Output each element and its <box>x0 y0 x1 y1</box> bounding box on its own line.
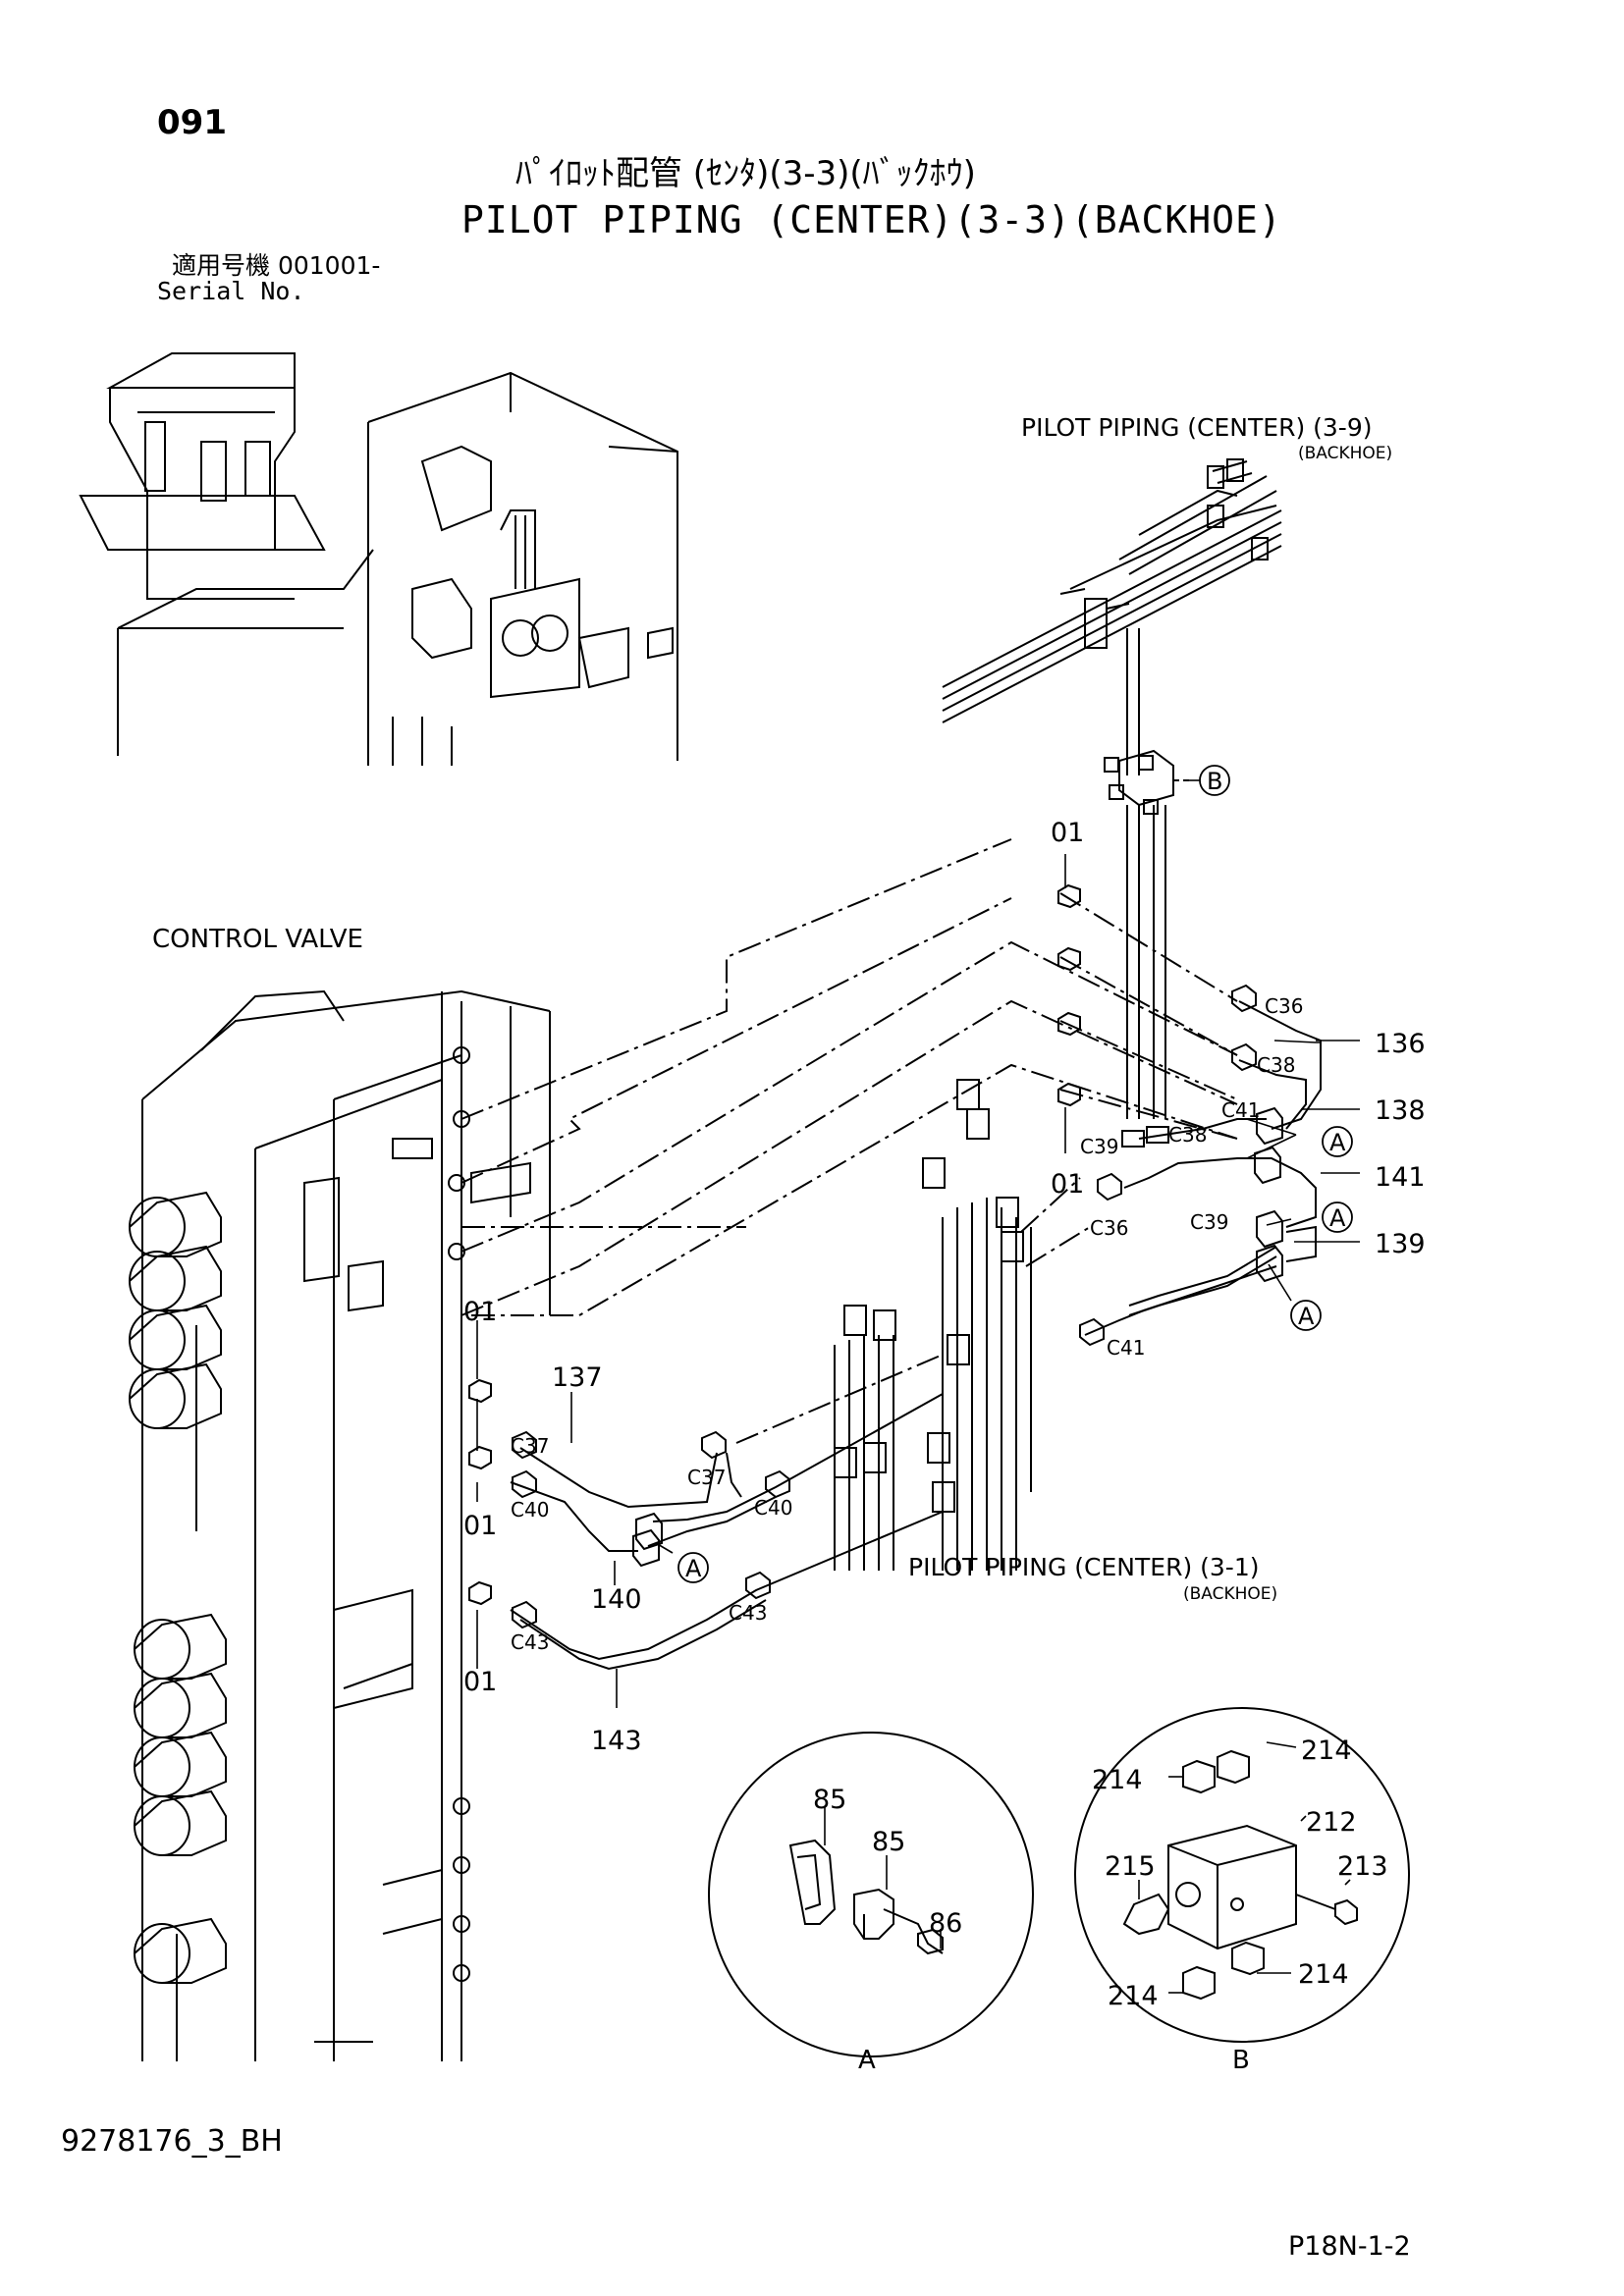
detail-marker-b-letter: B <box>1207 768 1222 795</box>
callout-138: 138 <box>1375 1095 1426 1126</box>
detail-marker-a-letter: A <box>1329 1129 1346 1156</box>
conn-c36: C36 <box>1090 1216 1128 1240</box>
callout-215: 215 <box>1105 1851 1156 1882</box>
adapters-01 <box>468 883 1081 1606</box>
callout-213: 213 <box>1337 1851 1388 1882</box>
title-english: PILOT PIPING (CENTER)(3-3)(BACKHOE) <box>461 198 1282 241</box>
conn-c40: C40 <box>754 1496 792 1520</box>
page-number: 091 <box>157 103 227 142</box>
conn-c36: C36 <box>1265 994 1303 1018</box>
conn-c37: C37 <box>511 1434 549 1458</box>
serial-label-japanese: 適用号機 001001- <box>172 251 381 280</box>
callout-214: 214 <box>1092 1765 1143 1795</box>
conn-c38: C38 <box>1168 1123 1207 1147</box>
sheet-code: P18N-1-2 <box>1288 2231 1411 2262</box>
detail-view-b <box>1074 1707 1410 2043</box>
conn-c40: C40 <box>511 1498 549 1522</box>
conn-c38: C38 <box>1257 1053 1295 1077</box>
detail-marker-a-letter: A <box>1298 1303 1315 1330</box>
callout-86: 86 <box>929 1908 962 1939</box>
conn-c39: C39 <box>1190 1210 1228 1234</box>
spool-caps-lower <box>134 1613 227 1984</box>
callout-01: 01 <box>463 1511 497 1541</box>
title-japanese: ﾊﾟｲﾛｯﾄ配管 (ｾﾝﾀ)(3-3)(ﾊﾞｯｸﾎｳ) <box>515 154 976 193</box>
drawing-code: 9278176_3_BH <box>61 2124 283 2159</box>
control-valve <box>129 989 551 2061</box>
callout-214: 214 <box>1298 1959 1349 1990</box>
detail-view-b-caption: B <box>1232 2046 1250 2075</box>
callout-01: 01 <box>463 1297 497 1327</box>
detail-view-a-caption: A <box>858 2046 876 2075</box>
callout-01: 01 <box>463 1667 497 1697</box>
ref-pilot-3-1-sublabel: (BACKHOE) <box>1183 1584 1277 1604</box>
serial-label-english: Serial No. <box>157 277 305 305</box>
callout-212: 212 <box>1306 1807 1357 1838</box>
detail-marker-a-letter: A <box>1329 1204 1346 1232</box>
callout-140: 140 <box>591 1584 642 1615</box>
machine-illustration <box>79 352 678 766</box>
conn-c43: C43 <box>511 1630 549 1654</box>
spool-caps-upper <box>129 1191 222 1429</box>
vertical-pipes <box>1126 628 1166 1119</box>
detail-markers <box>677 765 1353 1583</box>
valve-ports <box>448 1046 470 1982</box>
detail-marker-a-letter: A <box>685 1555 702 1582</box>
control-valve-label: CONTROL VALVE <box>152 925 363 954</box>
callout-141: 141 <box>1375 1162 1426 1193</box>
callout-214: 214 <box>1301 1735 1352 1766</box>
callout-214: 214 <box>1108 1981 1159 2011</box>
junction-block-b <box>1104 749 1193 815</box>
lower-pilot-pipes <box>510 1354 944 1671</box>
callout-85: 85 <box>813 1785 846 1815</box>
conn-c43: C43 <box>729 1601 767 1625</box>
ref-pilot-3-9-label: PILOT PIPING (CENTER) (3-9) <box>1021 413 1372 442</box>
ref-pilot-3-1-label: PILOT PIPING (CENTER) (3-1) <box>908 1553 1259 1581</box>
conn-c37: C37 <box>687 1466 726 1489</box>
callout-leaders <box>476 779 1360 1708</box>
conn-c41: C41 <box>1107 1336 1145 1360</box>
ref-pilot-3-9-sublabel: (BACKHOE) <box>1298 444 1392 463</box>
callout-143: 143 <box>591 1726 642 1756</box>
right-pilot-pipes <box>1079 984 1322 1347</box>
conn-c41: C41 <box>1221 1098 1260 1122</box>
detail-view-a <box>708 1732 1034 2057</box>
pilot-pipe-bundle-upper <box>942 458 1282 723</box>
callout-137: 137 <box>552 1362 603 1393</box>
callout-139: 139 <box>1375 1229 1426 1259</box>
leader-lines-dashdot <box>460 838 1238 1316</box>
center-fitting-cluster <box>834 1079 1091 1571</box>
callout-136: 136 <box>1375 1029 1426 1059</box>
callout-01: 01 <box>1051 818 1084 848</box>
conn-c39: C39 <box>1080 1135 1118 1158</box>
callout-01: 01 <box>1051 1169 1084 1200</box>
callout-85: 85 <box>872 1827 905 1857</box>
